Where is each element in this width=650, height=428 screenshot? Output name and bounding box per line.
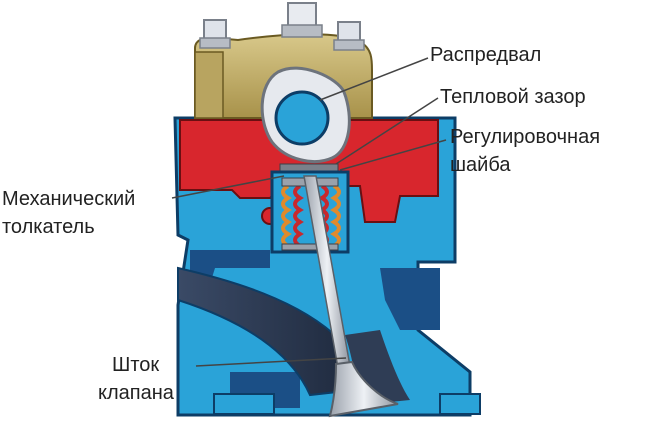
label-camshaft: Распредвал [430, 44, 542, 66]
coolant-jacket-right [380, 268, 440, 330]
valve-spring-left [281, 184, 304, 248]
label-valve-stem-line1: Шток [112, 354, 160, 376]
coolant-jacket-left [190, 250, 270, 300]
bolt-center [281, 2, 323, 38]
label-valve-stem-line2: клапана [98, 382, 174, 404]
label-adjusting-shim-line2: шайба [450, 154, 511, 176]
leader-valve-stem [195, 357, 347, 367]
leader-tappet [171, 175, 285, 199]
bolt-right [333, 21, 365, 51]
head-gasket-right [439, 393, 481, 415]
spring-seat [281, 243, 339, 251]
label-mechanical-tappet-line1: Механический [2, 188, 136, 210]
label-mechanical-tappet-line2: толкатель [2, 216, 95, 238]
leader-lines [171, 57, 447, 367]
leader-thermal-gap [335, 97, 439, 165]
valve-head [328, 360, 399, 418]
label-thermal-gap: Тепловой зазор [440, 86, 586, 108]
bolt-left [199, 19, 231, 49]
label-adjusting-shim-line1: Регулировочная [450, 126, 601, 148]
leader-camshaft [319, 57, 429, 101]
head-gasket-left [213, 393, 275, 415]
intake-port [177, 266, 357, 397]
camshaft [274, 90, 330, 146]
cover-left-pad [194, 51, 224, 119]
leader-adjusting-shim [339, 139, 447, 171]
